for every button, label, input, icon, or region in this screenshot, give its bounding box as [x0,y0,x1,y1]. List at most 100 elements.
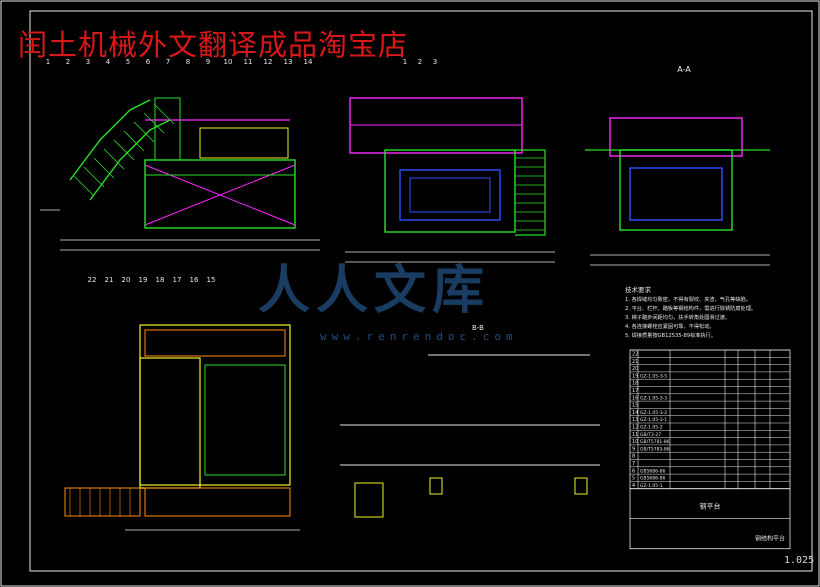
plan-outline [139,324,291,486]
stair-tread [153,103,175,125]
detail-ladder [354,482,384,518]
section-b-b-view: B-B [340,324,600,466]
bom-item-number: 18 [632,381,638,387]
aa-railing [609,117,743,157]
front-frame [384,149,516,233]
bom-item-number: 11 [632,432,638,438]
tech-note: 技术要求 [625,285,652,294]
front-elevation-view [345,97,555,263]
watermark-url: www.renrendoc.com [320,330,518,343]
bom-part-code: GZ-1.05-3-5 [640,373,667,379]
aa-frame [619,149,733,231]
bom-item-number: 6 [632,468,635,474]
tech-note: 4. 各连接螺栓应紧固可靠，不得松动。 [625,322,715,330]
bom-item-number: 20 [632,366,638,372]
shop-title: 闰土机械外文翻译成品淘宝店 [18,28,409,62]
stair-tread [103,148,125,170]
sheet-code: 1.025 [784,555,815,566]
stair-stringer [89,119,171,201]
stair-tread [123,130,145,152]
bom-item-number: 5 [632,476,635,482]
stair-tread [73,175,95,197]
plan-grating-left [139,357,201,489]
stair-tread [143,112,165,134]
callout-bottom: 16 [190,276,199,284]
bom-item-number: 13 [632,417,638,423]
callout-top: 13 [284,58,293,66]
callout-bottom: 17 [173,276,182,284]
callout-top: 14 [304,58,313,66]
title-block-drawing: 钢结构平台 [755,535,785,543]
bom-part-code: GB/T3-27 [640,432,661,438]
bom-item-number: 17 [632,388,638,394]
bom-item-number: 15 [632,403,638,409]
callout-bottom: 19 [139,276,148,284]
watermark-text: 人人文库 [258,260,491,321]
section-label-b-b: B-B [472,324,484,332]
bom-item-number: 14 [632,410,638,416]
bom-item-number: 7 [632,461,635,467]
bom-item-number: 4 [632,483,635,489]
callout-mid: 2 [418,58,422,66]
bom-part-code: GZ-1.05-3-3 [640,395,667,401]
callout-top: 4 [106,58,111,66]
bom-item-number: 8 [632,454,635,460]
stair-tread [113,139,135,161]
title-block-name: 钢平台 [700,502,721,511]
tech-note: 5. 焊接质量按GB12535-89标准执行。 [625,331,716,339]
callout-top: 2 [66,58,70,66]
stair-tread [93,157,115,179]
bom-item-number: 12 [632,425,638,431]
stair-tread [83,166,105,188]
bom-part-code: GB5686-86 [640,476,666,482]
callout-top: 12 [264,58,273,66]
detail-bracket [574,477,588,495]
platform-frame [144,159,296,229]
bom-part-code: GZ-1.05-3-2 [640,410,667,416]
callout-mid: 1 [403,58,407,66]
tech-note: 2. 平台、栏杆、踏板等钢结构件，需进行除锈防腐处理。 [625,304,756,312]
plan-stair [64,487,141,517]
bom-item-number: 22 [632,352,638,358]
callout-top: 9 [206,58,210,66]
tech-note: 1. 各焊缝均匀致密，不得有裂纹、夹渣、气孔等缺陷。 [625,295,751,303]
callout-bottom: 21 [105,276,114,284]
callout-bottom: 22 [88,276,97,284]
callout-top: 1 [46,58,50,66]
bom-part-code: GZ-1.05-2 [640,425,663,431]
callout-bottom: 15 [207,276,216,284]
bom-part-code: GB/T5783-86 [640,446,670,452]
tech-note: 3. 梯子踏步间距均匀，扶手转角处圆滑过渡。 [625,313,730,321]
stair-stringer [69,99,151,181]
inner-border [29,10,813,572]
section-label-a-a: A-A [677,65,691,74]
callout-bottom: 18 [156,276,165,284]
bom-item-number: 16 [632,395,638,401]
bom-part-code: GZ-1.05-1 [640,483,663,489]
callout-top: 3 [86,58,90,66]
stair-tread [133,121,155,143]
top-guard [199,127,289,159]
plan-view [64,324,300,531]
section-a-a-view: A-A [585,65,770,266]
detail-bracket [429,477,443,495]
detail-views [354,477,588,518]
bom-part-code: GB5686-86 [640,468,666,474]
bom-item-number: 9 [632,446,635,452]
callout-top: 5 [126,58,130,66]
bom-item-number: 10 [632,439,638,445]
callout-top: 8 [186,58,190,66]
equipment-inner [409,177,491,213]
bom-item-number: 19 [632,373,638,379]
equipment-outline [399,169,501,221]
callout-top: 7 [166,58,170,66]
callout-top: 6 [146,58,151,66]
plan-grating [144,329,286,357]
aa-equipment [629,167,723,221]
side-elevation-view [40,97,320,251]
bom-part-code: GB/T5781-86 [640,439,670,445]
